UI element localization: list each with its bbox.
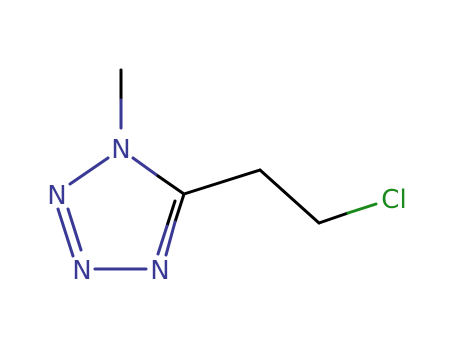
atom-n3-label: N [72, 256, 91, 286]
bond-n2-n3-a [56, 207, 75, 258]
bond-n1-c5-black [156, 174, 186, 196]
bond-n1-n2 [68, 156, 110, 186]
atom-n1-label: N [111, 135, 130, 165]
bond-n2-n3-b [66, 207, 83, 252]
atom-n4-label: N [150, 256, 169, 286]
bond-n1-c5-blue [131, 156, 160, 178]
bond-n4-c5-a-blue [164, 220, 177, 257]
bond-n4-c5-b-blue [156, 224, 169, 256]
bond-c5-ch2 [182, 168, 262, 196]
bond-n4-c5-a-black [173, 192, 186, 224]
bond-ch2-cl-green [346, 202, 378, 215]
atom-labels: N N N N Cl [47, 135, 406, 286]
bonds [56, 68, 378, 271]
atom-n2-label: N [47, 181, 66, 211]
bond-ch2-cl-black [317, 211, 350, 225]
atom-cl-label: Cl [381, 185, 406, 215]
bond-n4-c5-b-black [165, 199, 177, 228]
bond-ch2-ch2 [258, 168, 321, 225]
